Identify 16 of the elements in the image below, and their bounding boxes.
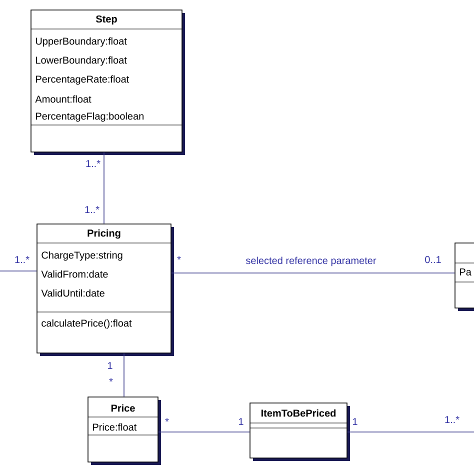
class-box: Step UpperBoundary:float LowerBoundary:float PercentageRate:float Amount:float PercentageFlag:boolean (30, 10, 185, 155)
class-box: Pa (454, 242, 474, 311)
multiplicity-label: 1..* (85, 206, 100, 213)
class-box: Price Price:float (88, 396, 161, 465)
edge-label: selected reference parameter (246, 256, 376, 266)
multiplicity-label: 1 (239, 418, 244, 425)
association-line (171, 272, 455, 274)
multiplicity-label: 1..* (445, 416, 460, 423)
multiplicity-label: 1..* (15, 256, 30, 263)
multiplicity-label: * (109, 378, 113, 382)
multiplicity-label: 0..1 (425, 256, 441, 264)
multiplicity-label: 1 (353, 418, 358, 425)
association-line (0, 270, 37, 272)
class-box: Pricing ChargeType:string ValidFrom:date ValidUntil:date calculatePrice():float (36, 224, 174, 356)
class-box: ItemToBePriced (250, 402, 350, 461)
multiplicity-label: 1..* (86, 160, 100, 167)
